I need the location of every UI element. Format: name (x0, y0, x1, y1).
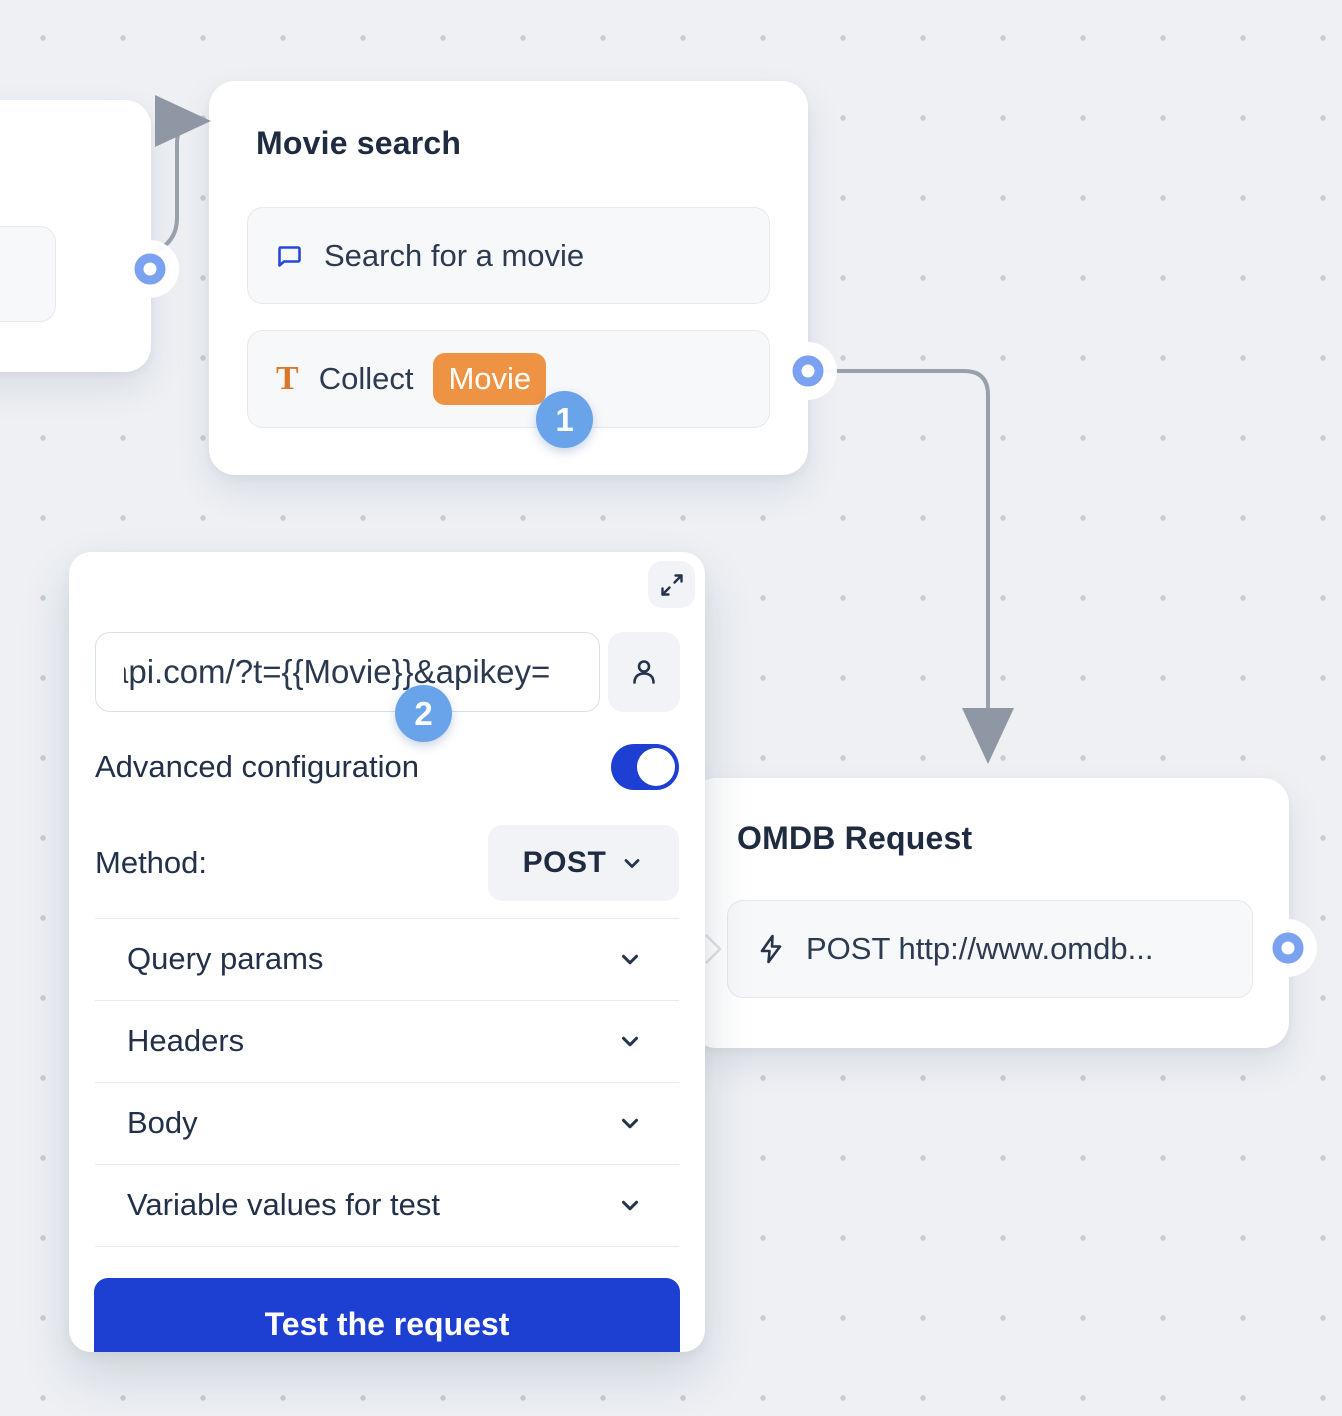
node-item-webhook-request[interactable]: POST http://www.omdb... (727, 900, 1253, 998)
node-item-label: POST http://www.omdb... (806, 931, 1154, 966)
chevron-down-icon (617, 1028, 679, 1054)
chevron-down-icon (617, 1192, 679, 1218)
chevron-down-icon (617, 946, 679, 972)
chevron-down-icon (617, 1110, 679, 1136)
method-value: POST (522, 846, 607, 879)
node-item-collect-variable[interactable]: T Collect Movie (247, 330, 770, 428)
test-request-button[interactable]: Test the request (94, 1278, 680, 1352)
output-port-movie-search[interactable] (779, 342, 837, 400)
divider (95, 1164, 679, 1165)
output-port-previous-node[interactable] (121, 240, 179, 298)
connector-movie-to-omdb (824, 369, 1014, 764)
user-context-button[interactable] (608, 632, 680, 712)
previous-node-card[interactable] (0, 100, 151, 372)
divider (95, 1246, 679, 1247)
url-input[interactable] (95, 632, 600, 712)
variable-badge[interactable]: Movie (433, 353, 547, 405)
section-label: Headers (127, 1023, 245, 1058)
divider (95, 1000, 679, 1001)
output-port-omdb-request[interactable] (1259, 919, 1317, 977)
step-badge-2: 2 (395, 685, 452, 742)
chevron-down-icon (624, 859, 640, 868)
method-select[interactable]: POST (488, 825, 679, 901)
chat-bubble-icon (276, 242, 304, 270)
previous-node-item[interactable] (0, 226, 56, 322)
node-item-label: Collect (318, 361, 414, 396)
node-item-label: Search for a movie (324, 237, 585, 273)
lightning-icon (756, 933, 786, 965)
person-icon (633, 660, 655, 684)
webhook-config-panel: 2 Advanced configuration Method: POST Qu… (69, 552, 705, 1352)
node-title: OMDB Request (737, 820, 973, 856)
advanced-configuration-toggle[interactable] (611, 744, 679, 790)
step-badge-1: 1 (536, 391, 593, 448)
section-body[interactable]: Body (95, 1082, 679, 1164)
section-headers[interactable]: Headers (95, 1000, 679, 1082)
connector-previous-to-movie (151, 95, 211, 255)
section-variable-values[interactable]: Variable values for test (95, 1164, 679, 1246)
method-label: Method: (95, 845, 208, 880)
divider (95, 918, 679, 919)
item-input-notch (705, 934, 722, 964)
section-label: Body (127, 1105, 198, 1140)
movie-search-node-card[interactable]: Movie search Search for a movie T Collec… (209, 81, 808, 475)
divider (95, 1082, 679, 1083)
toggle-knob (637, 748, 675, 786)
expand-button[interactable] (648, 561, 695, 608)
section-query-params[interactable]: Query params (95, 918, 679, 1000)
node-item-send-message[interactable]: Search for a movie (247, 207, 770, 304)
advanced-configuration-label: Advanced configuration (95, 749, 420, 784)
omdb-request-node-card[interactable]: OMDB Request POST http://www.omdb... (690, 778, 1289, 1048)
text-input-icon: T (276, 360, 299, 397)
node-title: Movie search (256, 125, 462, 161)
section-label: Query params (127, 941, 324, 976)
section-label: Variable values for test (127, 1187, 441, 1222)
expand-icon (660, 573, 683, 596)
